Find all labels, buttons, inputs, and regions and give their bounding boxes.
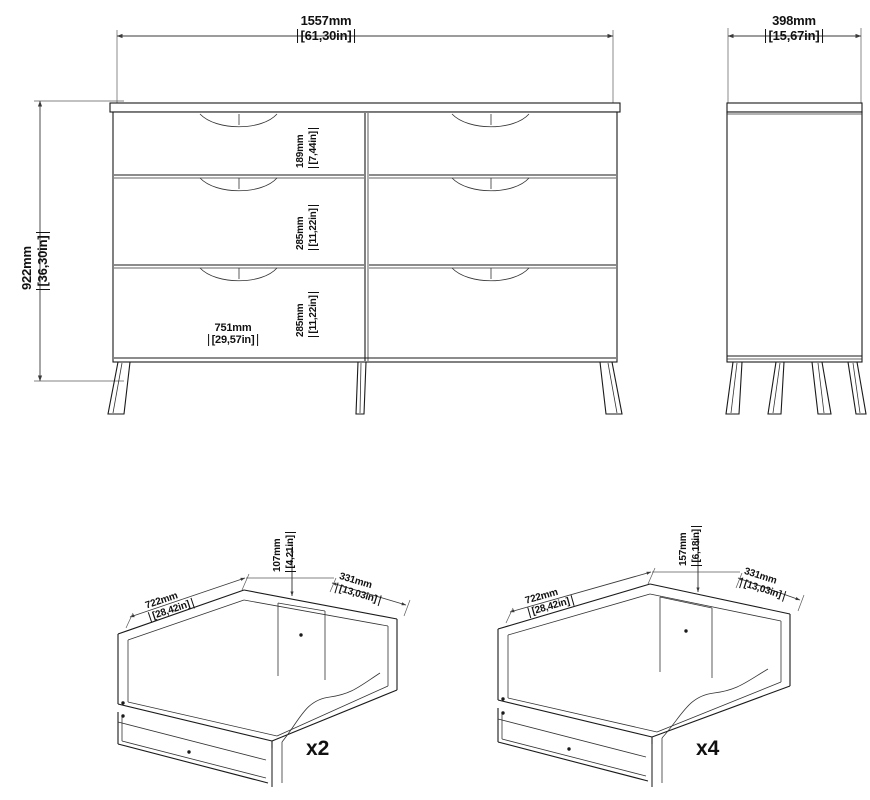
- deep-drawer-quantity-label: x4: [696, 737, 720, 760]
- drawer-row-2-mm: 285mm: [295, 216, 306, 250]
- front-view-legs: [107, 361, 623, 415]
- shallow-drawer-detail: [117, 540, 411, 787]
- deep-drawer-height-mm: 157mm: [678, 532, 689, 566]
- front-overall-width-in: [61,30in]: [297, 28, 355, 43]
- shallow-drawer-height-mm: 107mm: [272, 538, 283, 572]
- front-view-cabinet: [109, 102, 621, 363]
- drawer-row-2-in: [11,22in]: [308, 204, 319, 250]
- deep-drawer-detail: [497, 530, 805, 787]
- drawer-row-3-mm: 285mm: [295, 303, 306, 337]
- drawer-handle-cutouts: [199, 113, 530, 282]
- side-view: [725, 28, 867, 415]
- drawer-front-width-dimension: 751mm [29,57in]: [208, 322, 258, 347]
- front-overall-height-mm: 922mm: [19, 246, 34, 290]
- side-depth-mm: 398mm: [772, 13, 816, 28]
- drawer-row-3-in: [11,22in]: [308, 291, 319, 337]
- drawer-row-1-mm: 189mm: [295, 134, 306, 168]
- shallow-drawer-quantity-label: x2: [306, 737, 330, 760]
- front-overall-width-dimension: 1557mm [61,30in]: [297, 13, 355, 43]
- shallow-drawer-height-in: [4,21in]: [285, 531, 296, 572]
- side-depth-in: [15,67in]: [765, 28, 823, 43]
- side-depth-dimension: 398mm [15,67in]: [765, 13, 823, 43]
- drawer-row-1-in: [7,44in]: [308, 127, 319, 168]
- drawer-front-width-in: [29,57in]: [208, 334, 258, 347]
- deep-drawer-height-in: [6,18in]: [691, 525, 702, 566]
- front-overall-width-mm: 1557mm: [300, 13, 352, 28]
- drawer-front-width-mm: 751mm: [214, 322, 252, 334]
- front-overall-height-in: [36,30in]: [35, 232, 51, 290]
